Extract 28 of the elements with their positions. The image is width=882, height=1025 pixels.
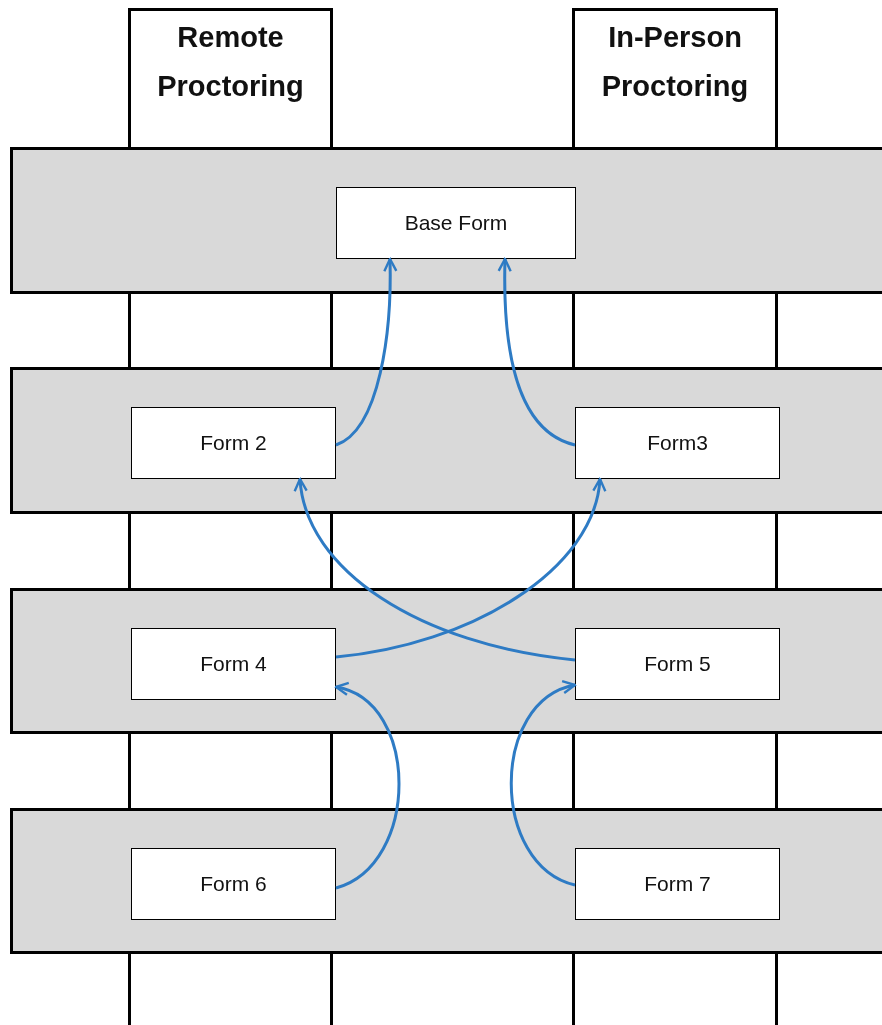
column-heading: Remote Proctoring: [156, 20, 305, 105]
form-label: Form 7: [644, 872, 711, 896]
arrow: [294, 477, 576, 662]
row-band: [10, 588, 882, 734]
form-label: Form 4: [200, 652, 267, 676]
row-band: [10, 147, 882, 294]
form-label: Form 6: [200, 872, 267, 896]
form-box: [575, 848, 780, 920]
form-label: Base Form: [404, 211, 508, 235]
column-heading: In-Person Proctoring: [600, 20, 750, 105]
row-band: [10, 808, 882, 954]
form-box: [575, 407, 780, 479]
form-label: Form 2: [200, 431, 267, 455]
form-box: [131, 628, 336, 700]
arrow: [509, 682, 577, 887]
arrow: [334, 683, 401, 890]
arrow: [497, 257, 576, 447]
form-label: Form3: [647, 431, 708, 455]
form-box: [131, 848, 336, 920]
form-box: [131, 407, 336, 479]
arrow: [335, 477, 606, 659]
column-box: [128, 8, 333, 150]
form-label: Form 5: [644, 652, 711, 676]
form-box: [336, 187, 576, 259]
form-box: [575, 628, 780, 700]
row-band: [10, 367, 882, 514]
arrow: [335, 257, 398, 447]
column-box: [572, 8, 778, 150]
